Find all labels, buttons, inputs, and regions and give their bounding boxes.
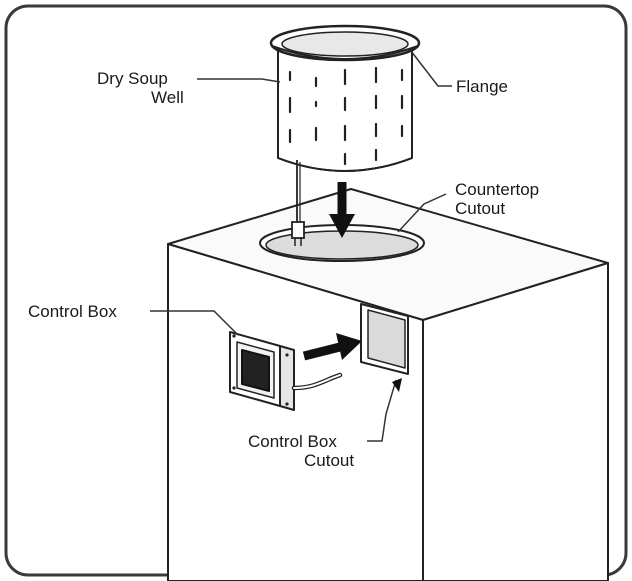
label-countertop-cutout-line2: Cutout [455,199,505,218]
leader-dry-soup-well [197,78,281,83]
label-countertop-cutout-line1: Countertop [455,180,539,199]
leader-control-box-cutout [367,379,397,442]
well-probe-connector [291,221,305,239]
label-control-box: Control Box [28,302,117,321]
well-down-arrow [329,182,355,238]
dry-soup-well [269,24,421,246]
label-dry-soup-well-line1: Dry Soup [97,69,168,88]
well-slots [288,66,404,166]
leader-control-box [150,310,239,336]
control-box-device [229,331,295,411]
leader-lines [150,50,452,442]
control-box-arrow [302,333,362,361]
control-box-cutout-opening [360,303,409,375]
leader-flange [410,50,452,87]
label-control-box-cutout-line1: Control Box [248,432,337,451]
label-dry-soup-well-line2: Well [151,88,184,107]
label-control-box-cutout-line2: Cutout [304,451,354,470]
cabinet-side [422,262,609,581]
leader-countertop-cutout [397,193,447,233]
control-box-screen [241,349,270,392]
label-flange: Flange [456,77,508,96]
leader-control-box-cutout-arrowhead [392,378,402,392]
